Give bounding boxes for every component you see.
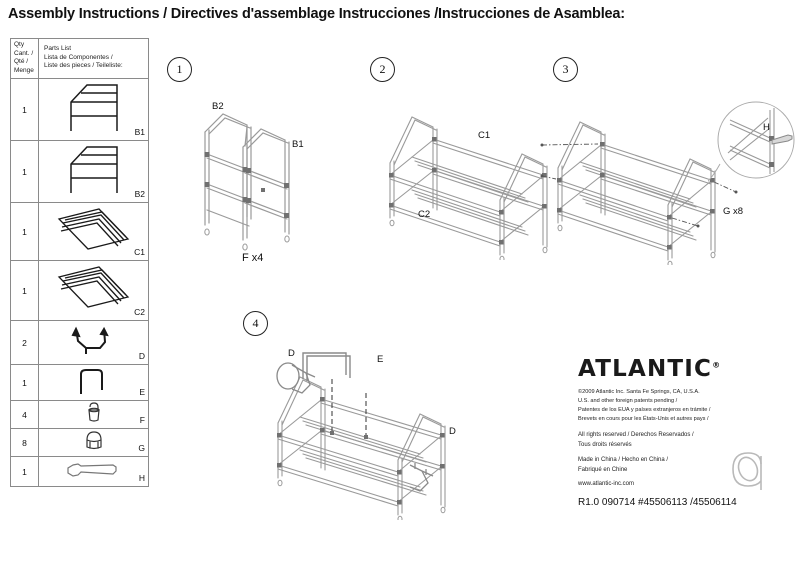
qty-cell: 1 [10, 140, 39, 204]
wrench-h-icon [66, 463, 117, 477]
step-3-label-h: H [763, 122, 770, 133]
qty-cell: 1 [10, 202, 39, 262]
table-row: 1 B2 [10, 140, 149, 204]
atlantic-logo: ATLANTIC® [578, 358, 798, 381]
part-cell: E [38, 364, 149, 402]
step-1-label-fx4: F x4 [242, 252, 264, 264]
side-frame-b2-icon [69, 146, 118, 194]
step-1-label-b1: B1 [292, 139, 304, 150]
step-1-drawing [185, 92, 325, 267]
step-1-label-b2: B2 [212, 101, 224, 112]
table-row: 4 F [10, 400, 149, 430]
table-row: 8 G [10, 428, 149, 458]
part-cell: B1 [38, 78, 149, 142]
part-cell: C2 [38, 260, 149, 322]
brand-logo-text: ATLANTIC [578, 356, 713, 382]
qty-value: 1 [22, 166, 27, 177]
side-frame-b1-icon [69, 84, 118, 132]
at-symbol-mark [727, 450, 775, 499]
qty-cell: 8 [10, 428, 39, 458]
qty-cell: 2 [10, 320, 39, 366]
step-3-label-gx8: G x8 [723, 206, 744, 217]
qty-value: 1 [22, 377, 27, 388]
dome-nut-g-icon [85, 431, 102, 450]
qty-cell: 1 [10, 260, 39, 322]
part-code: C1 [134, 247, 145, 258]
part-code: H [138, 473, 145, 484]
copyright-text: ©2009 Atlantic Inc. Santa Fe Springs, CA… [578, 389, 711, 423]
step-4-label-d-right: D [449, 426, 456, 437]
qty-value: 1 [22, 285, 27, 296]
step-4-drawing [270, 345, 480, 525]
header-parts-list: Parts List Lista de Componentes / Liste … [38, 37, 149, 80]
part-code: E [139, 387, 145, 398]
step-number-4: 4 [243, 311, 268, 336]
qty-value: 4 [22, 409, 27, 420]
step-3-drawing [540, 100, 740, 270]
rod-e-icon [79, 369, 103, 395]
step-2-label-c2: C2 [418, 209, 431, 220]
qty-cell: 4 [10, 400, 39, 430]
table-row: 1 H [10, 456, 149, 488]
part-cell: G [38, 428, 149, 458]
step-2-drawing [382, 95, 557, 265]
part-code: B2 [134, 189, 145, 200]
step-number-3: 3 [553, 57, 578, 82]
step-3-detail-callout [699, 98, 800, 199]
qty-value: 2 [22, 337, 27, 348]
brand-block: ATLANTIC® ©2009 Atlantic Inc. Santa Fe S… [578, 358, 798, 424]
made-in-text: Made in China / Hecho en China / Fabriqu… [578, 457, 669, 474]
qty-cell: 1 [10, 456, 39, 488]
part-code: D [138, 351, 145, 362]
table-header-row: Qty Cant. / Qté / Menge Parts List Lista… [10, 37, 149, 80]
table-row: 1 B1 [10, 78, 149, 142]
shelf-panel-c2-icon [57, 266, 129, 309]
part-code: G [138, 443, 145, 454]
qty-value: 1 [22, 226, 27, 237]
qty-value: 1 [22, 104, 27, 115]
header-qty: Qty Cant. / Qté / Menge [10, 37, 39, 80]
part-code: F [139, 415, 145, 426]
qty-cell: 1 [10, 78, 39, 142]
step-4-label-d-left: D [288, 348, 295, 359]
shelf-panel-c1-icon [57, 208, 129, 251]
step-4-label-e: E [377, 354, 384, 365]
step-2-label-c1: C1 [478, 130, 491, 141]
part-code: B1 [134, 127, 145, 138]
part-cell: H [38, 456, 149, 488]
part-cell: F [38, 400, 149, 430]
qty-value: 1 [22, 466, 27, 477]
part-cell: B2 [38, 140, 149, 204]
parts-list-table: Qty Cant. / Qté / Menge Parts List Lista… [10, 37, 149, 488]
table-row: 1 E [10, 364, 149, 402]
model-number-line: R1.0 090714 #45506113 /45506114 [578, 497, 737, 508]
rights-text: All rights reserved / Derechos Reservado… [578, 432, 694, 449]
part-cell: D [38, 320, 149, 366]
table-row: 2 D [10, 320, 149, 366]
table-row: 1 C2 [10, 260, 149, 322]
trademark-symbol: ® [712, 360, 722, 370]
step-number-2: 2 [370, 57, 395, 82]
qty-value: 8 [22, 437, 27, 448]
qty-cell: 1 [10, 364, 39, 402]
part-code: C2 [134, 307, 145, 318]
website-link[interactable]: www.atlantic-inc.com [578, 481, 635, 487]
part-cell: C1 [38, 202, 149, 262]
bracket-d-icon [71, 326, 109, 355]
table-row: 1 C1 [10, 202, 149, 262]
step-number-1: 1 [167, 57, 192, 82]
cap-nut-f-icon [87, 402, 100, 422]
page-title: Assembly Instructions / Directives d'ass… [8, 6, 625, 22]
